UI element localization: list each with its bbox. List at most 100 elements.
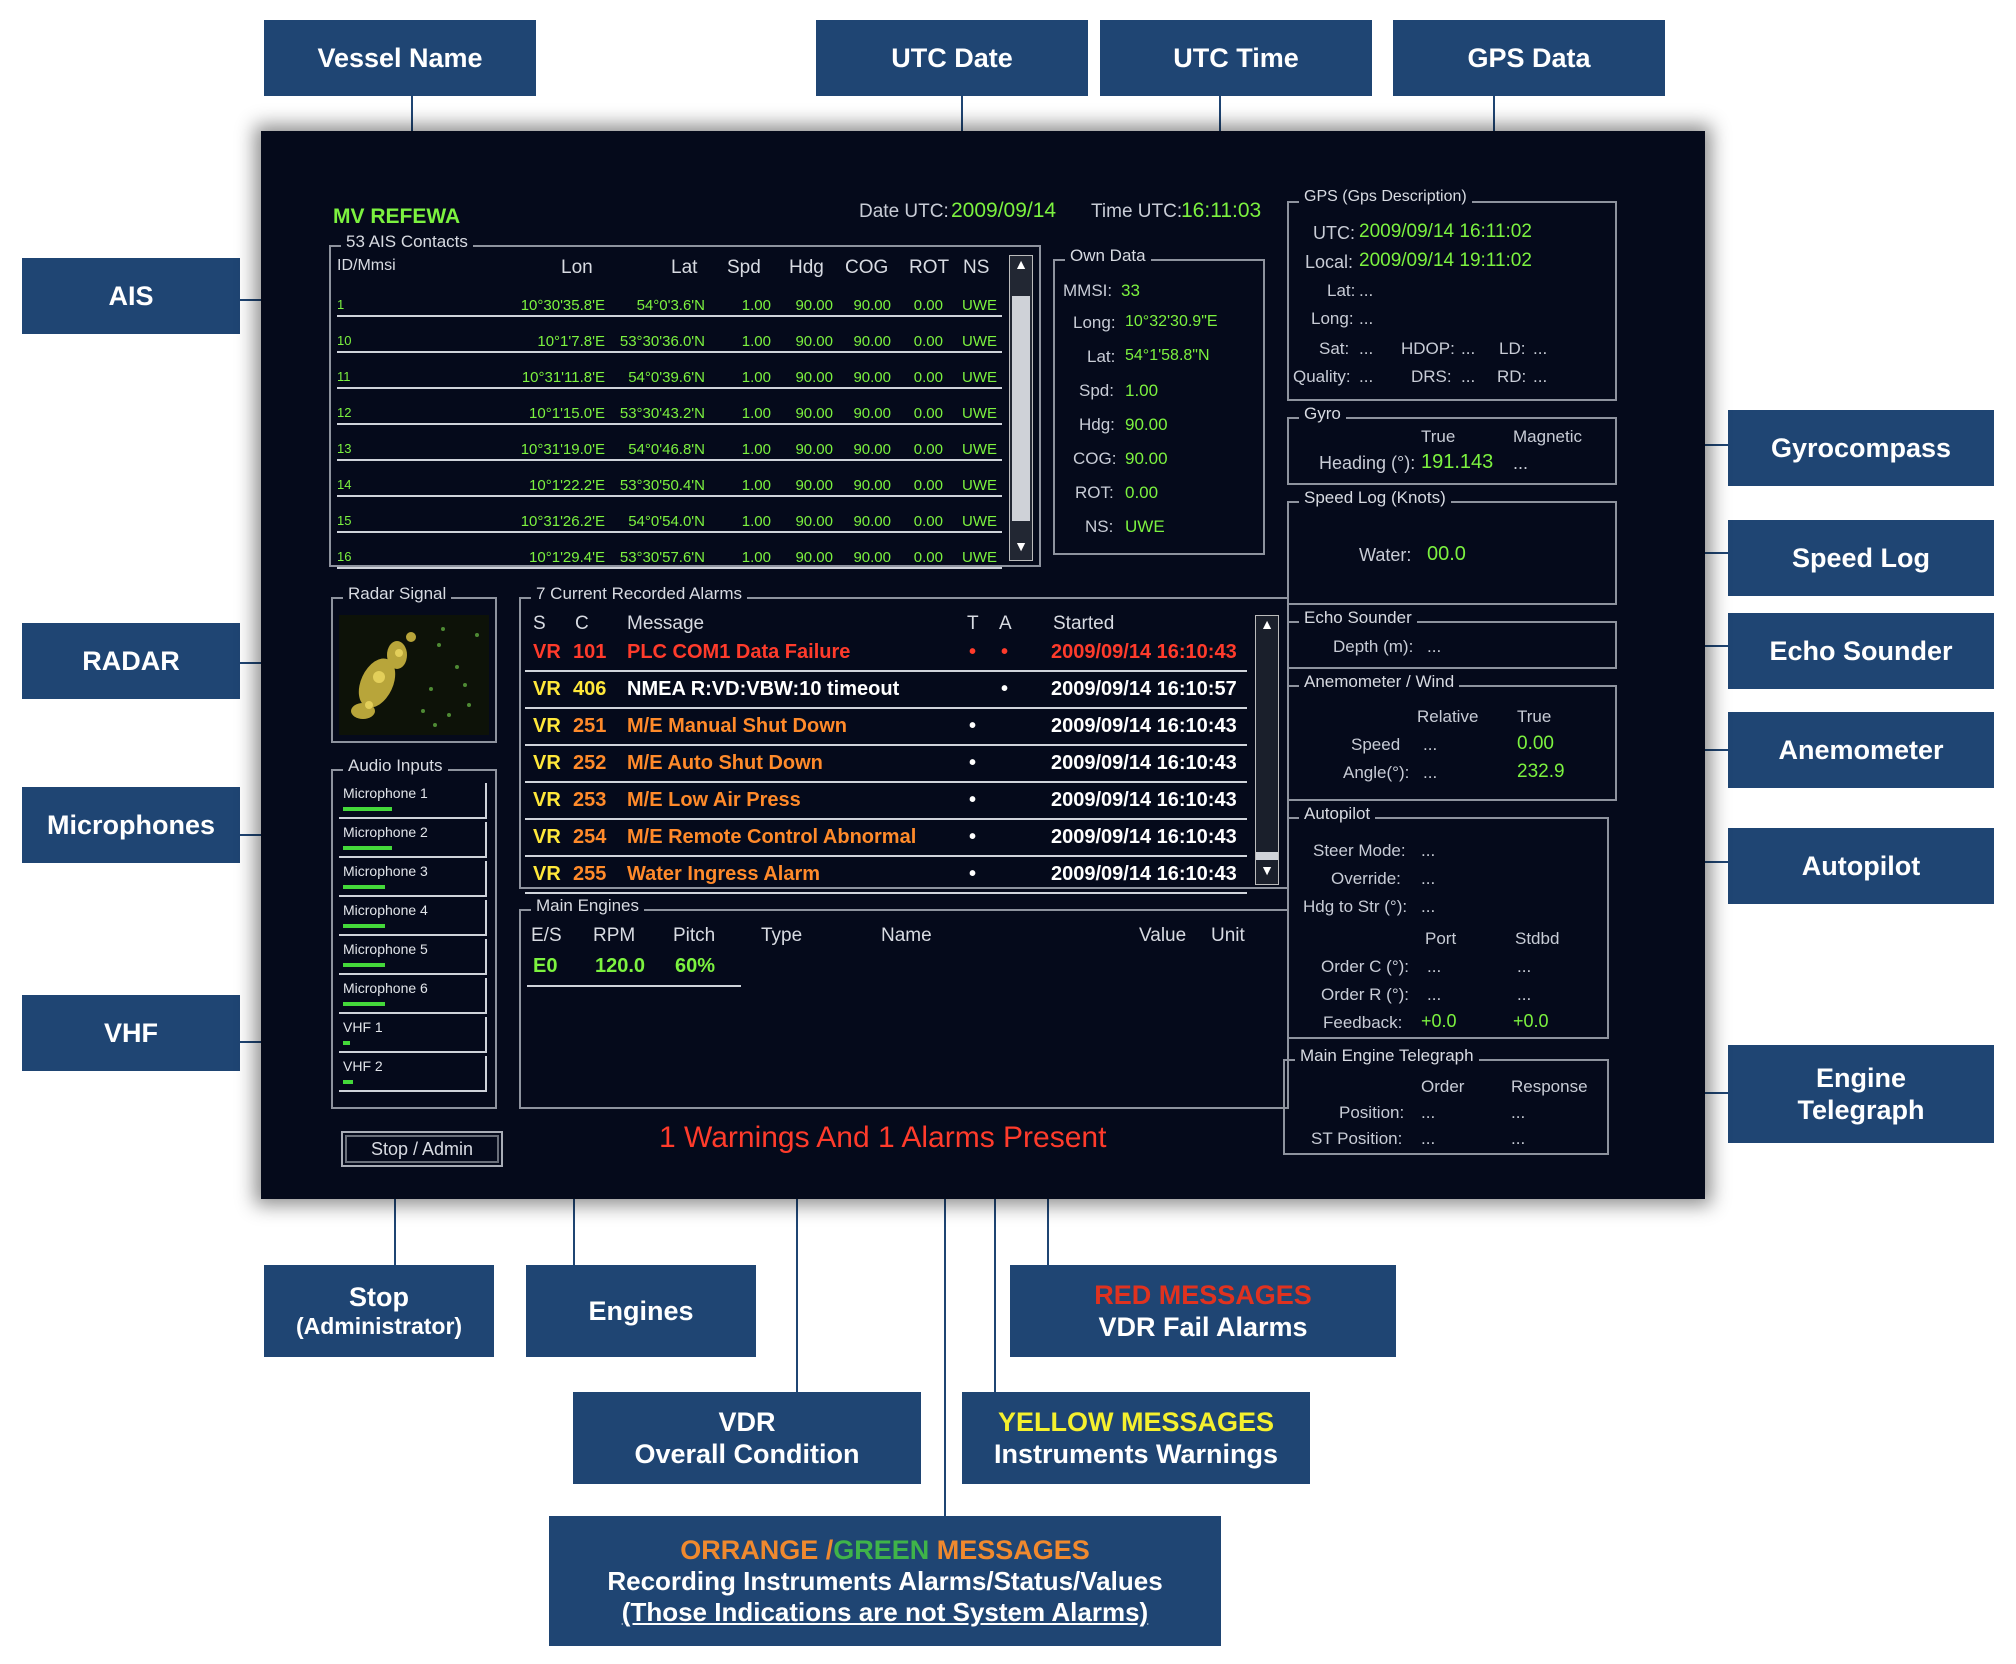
gps-quality-label: Quality: [1293,367,1351,386]
scroll-thumb[interactable] [1012,296,1030,521]
own-rot-label: ROT: [1075,483,1114,502]
alarm-t: • [969,752,977,774]
ais-cell: 10 [337,333,352,348]
autopilot-hdg-label: Hdg to Str (°): [1303,897,1408,916]
anemometer-callout: Anemometer [1728,712,1994,788]
gps-quality-value: ... [1359,367,1374,386]
ais-callout: AIS [22,258,240,334]
alarm-started: 2009/09/14 16:10:43 [1051,715,1237,737]
alarm-msg: PLC COM1 Data Failure [627,641,851,663]
scroll-down-icon[interactable]: ▼ [1260,862,1274,878]
ais-cell: 90.00 [795,369,833,386]
orange-green-messages-callout: ORRANGE /GREEN MESSAGES Recording Instru… [549,1516,1221,1646]
ais-cell: 90.00 [795,549,833,566]
ais-cell: 10°1'15.0'E [529,405,605,422]
ais-cell: 53°30'50.4'N [619,477,705,494]
scroll-up-icon[interactable]: ▲ [1014,256,1028,272]
ais-cell: UWE [962,369,997,386]
audio-input-label: Microphone 2 [343,824,428,840]
ais-cell: 0.00 [913,333,943,350]
own-data-legend: Own Data [1065,246,1151,266]
callout-label: Engines [588,1295,694,1326]
ais-cell: 10°31'19.0'E [520,441,605,458]
stop-admin-button[interactable]: Stop / Admin [341,1131,503,1167]
alarm-t: • [969,789,977,811]
engine-rpm: 120.0 [595,955,646,977]
callout-label: AIS [108,280,154,311]
callout-label: RED MESSAGES [1094,1279,1312,1310]
telegraph-response-label: Response [1511,1077,1588,1096]
ais-cell: 90.00 [853,477,891,494]
ais-scrollbar[interactable]: ▲ ▼ [1009,255,1033,561]
scroll-up-icon[interactable]: ▲ [1260,616,1274,632]
ais-cell: 90.00 [853,297,891,314]
callout-sublabel: VDR Fail Alarms [1098,1312,1308,1342]
ais-cell: 13 [337,441,352,456]
callout-label: ORRANGE /GREEN MESSAGES [680,1534,1090,1566]
audio-input: VHF 2 [339,1056,487,1092]
ais-header-rot: ROT [909,257,950,278]
ais-cell: 1.00 [741,369,771,386]
ais-cell: 0.00 [913,441,943,458]
gps-ld-label: LD: [1499,339,1526,358]
alarm-a: • [1001,678,1009,700]
callout-label: Speed Log [1791,542,1930,573]
telegraph-position-order: ... [1421,1103,1436,1122]
gyro-panel: Gyro [1287,404,1617,485]
ais-cell: UWE [962,477,997,494]
wind-speed-label: Speed [1351,735,1401,754]
alarm-header-s: S [533,613,546,634]
ais-cell: 90.00 [853,369,891,386]
alarm-header-a: A [999,613,1012,634]
callout-label: Autopilot [1801,850,1921,881]
ais-cell: 14 [337,477,352,492]
ais-cell: 0.00 [913,297,943,314]
callout-label: Telegraph [1797,1095,1925,1125]
audio-input-label: Microphone 4 [343,902,428,918]
own-spd-label: Spd: [1079,381,1114,400]
ais-cell: UWE [962,513,997,530]
autopilot-orderr-port: ... [1427,985,1442,1004]
alarm-c: 254 [573,826,607,848]
callout-sublabel: (Those Indications are not System Alarms… [621,1597,1149,1628]
alarm-s: VR [533,826,561,848]
engine-header-value: Value [1139,925,1187,946]
autopilot-feedback-label: Feedback: [1323,1013,1403,1032]
scroll-down-icon[interactable]: ▼ [1014,538,1028,554]
gps-utc-label: UTC: [1313,223,1355,243]
autopilot-orderc-port: ... [1427,957,1442,976]
scroll-thumb[interactable] [1256,852,1278,860]
autopilot-feedback-port: +0.0 [1421,1011,1457,1031]
audio-input-label: VHF 2 [343,1058,383,1074]
gps-ld-value: ... [1533,339,1548,358]
autopilot-stbd-label: Stdbd [1515,929,1560,948]
autopilot-orderc-label: Order C (°): [1321,957,1410,976]
own-long-value: 10°32'30.9"E [1125,313,1218,330]
messages-word: MESSAGES [929,1534,1090,1565]
gps-drs-label: DRS: [1411,367,1452,386]
stop-callout: Stop(Administrator) [264,1265,494,1357]
ais-cell: 54°0'39.6'N [628,369,705,386]
audio-level-bar [343,1080,353,1084]
radar-image [339,615,489,735]
time-utc-value: 16:11:03 [1181,199,1262,222]
audio-input-label: Microphone 5 [343,941,428,957]
alarms-scrollbar[interactable]: ▲ ▼ [1255,615,1279,885]
vdr-screen: MV REFEWA Date UTC: 2009/09/14 Time UTC:… [261,131,1705,1199]
